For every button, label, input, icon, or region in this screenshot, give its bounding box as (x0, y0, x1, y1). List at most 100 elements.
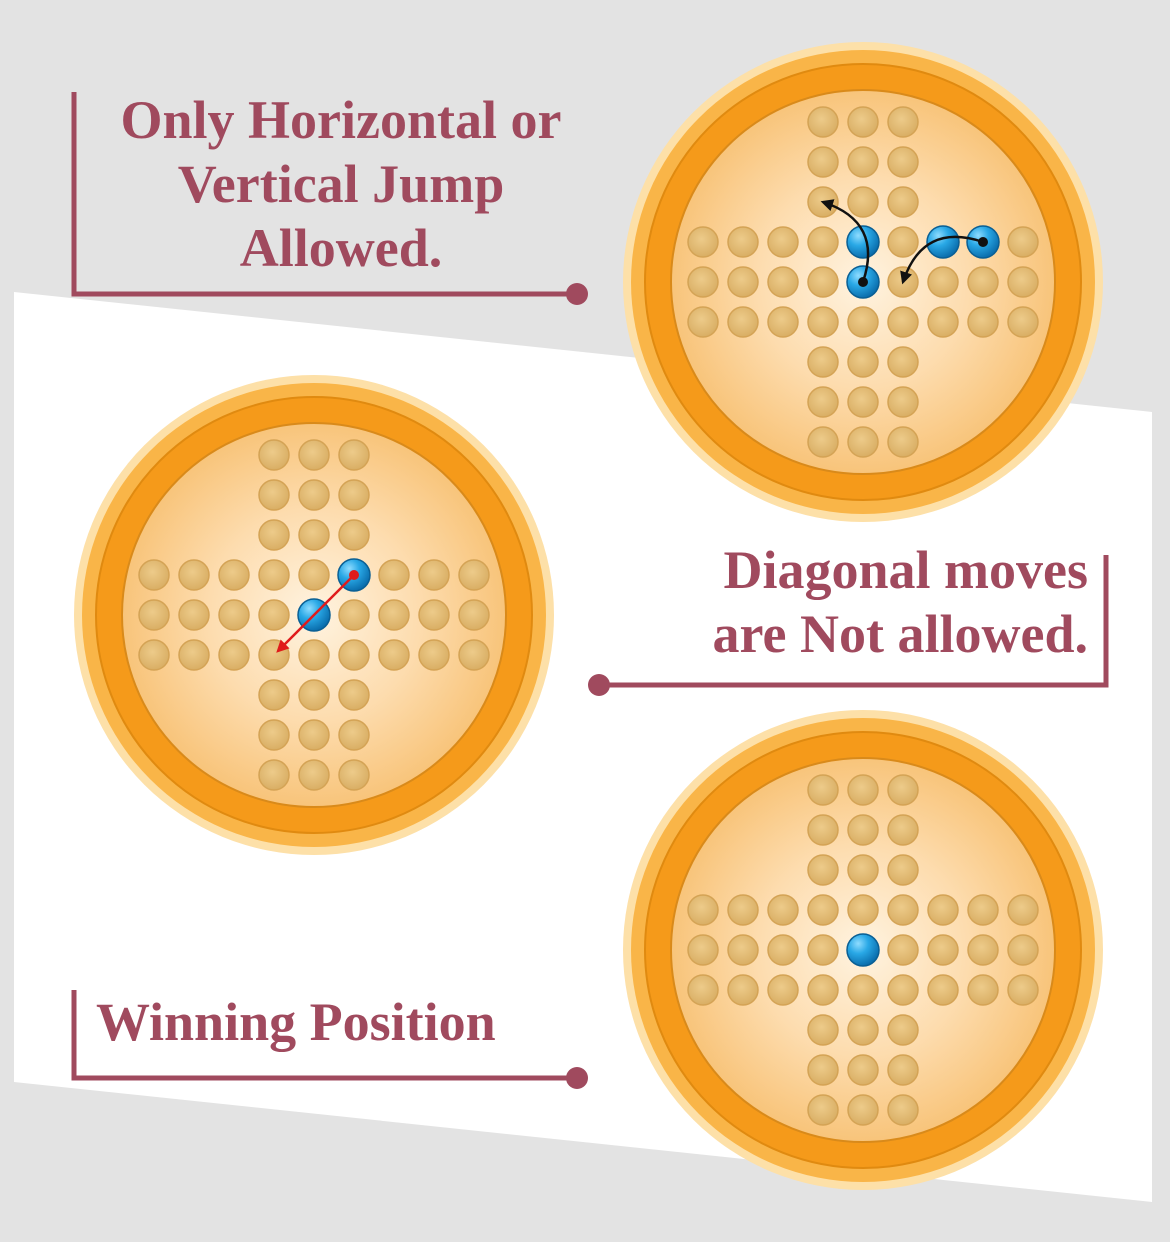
hole (887, 146, 919, 178)
hole (458, 599, 490, 631)
hole (807, 854, 839, 886)
hole (338, 519, 370, 551)
hole (807, 386, 839, 418)
caption-line: Only Horizontal or (120, 90, 562, 150)
callout-diagonal (600, 555, 1109, 688)
peg (846, 933, 880, 967)
hole (807, 1094, 839, 1126)
hole (807, 306, 839, 338)
hole (378, 559, 410, 591)
hole (807, 346, 839, 378)
hole (887, 894, 919, 926)
hole (847, 894, 879, 926)
hole (927, 894, 959, 926)
hole (807, 774, 839, 806)
hole (378, 599, 410, 631)
hole (767, 934, 799, 966)
caption-winning: Winning Position (96, 990, 576, 1054)
hole (687, 934, 719, 966)
hole (927, 306, 959, 338)
hole (1007, 934, 1039, 966)
hole (1007, 226, 1039, 258)
hole (727, 226, 759, 258)
hole (138, 639, 170, 671)
hole (298, 519, 330, 551)
hole (887, 386, 919, 418)
board-horizontal-vertical (623, 42, 1103, 522)
hole (887, 106, 919, 138)
hole (138, 599, 170, 631)
hole (338, 719, 370, 751)
callout-dot-2 (588, 674, 610, 696)
hole (258, 519, 290, 551)
hole (258, 679, 290, 711)
hole (338, 759, 370, 791)
caption-horizontal-vertical: Only Horizontal or Vertical Jump Allowed… (76, 88, 606, 280)
diagonal-arrow (276, 574, 355, 653)
hole (218, 639, 250, 671)
hole (847, 974, 879, 1006)
jump-arrow (900, 235, 984, 285)
hole (807, 974, 839, 1006)
hole (418, 559, 450, 591)
callout-winning (71, 990, 576, 1081)
hole (178, 639, 210, 671)
hole (847, 814, 879, 846)
caption-line: Winning Position (96, 992, 496, 1052)
hole (218, 599, 250, 631)
hole (298, 679, 330, 711)
hole (967, 974, 999, 1006)
hole (687, 306, 719, 338)
hole (178, 559, 210, 591)
hole (258, 479, 290, 511)
hole (887, 346, 919, 378)
hole (967, 266, 999, 298)
hole (927, 974, 959, 1006)
hole (378, 639, 410, 671)
peg (846, 225, 880, 259)
hole (887, 226, 919, 258)
hole (887, 1054, 919, 1086)
hole (727, 974, 759, 1006)
hole (767, 226, 799, 258)
hole (687, 226, 719, 258)
hole (807, 934, 839, 966)
hole (298, 639, 330, 671)
hole (1007, 266, 1039, 298)
caption-line: Vertical Jump (177, 154, 505, 214)
hole (458, 639, 490, 671)
hole (727, 266, 759, 298)
hole (218, 559, 250, 591)
hole (847, 1054, 879, 1086)
hole (298, 559, 330, 591)
hole (298, 719, 330, 751)
hole (1007, 306, 1039, 338)
hole (847, 106, 879, 138)
caption-line: Diagonal moves (723, 540, 1089, 600)
hole (767, 306, 799, 338)
board-diagonal (74, 375, 554, 855)
hole (847, 426, 879, 458)
hole (927, 266, 959, 298)
hole (887, 306, 919, 338)
jump-arrow (820, 199, 870, 283)
hole (887, 974, 919, 1006)
hole (458, 559, 490, 591)
hole (418, 599, 450, 631)
board-winning (623, 710, 1103, 1190)
callout-dot-3 (566, 1067, 588, 1089)
hole (887, 934, 919, 966)
hole (887, 814, 919, 846)
hole (258, 559, 290, 591)
hole (807, 814, 839, 846)
hole (258, 719, 290, 751)
hole (967, 934, 999, 966)
hole (178, 599, 210, 631)
hole (847, 306, 879, 338)
hole (298, 479, 330, 511)
hole (727, 306, 759, 338)
hole (1007, 894, 1039, 926)
hole (847, 774, 879, 806)
hole (258, 439, 290, 471)
